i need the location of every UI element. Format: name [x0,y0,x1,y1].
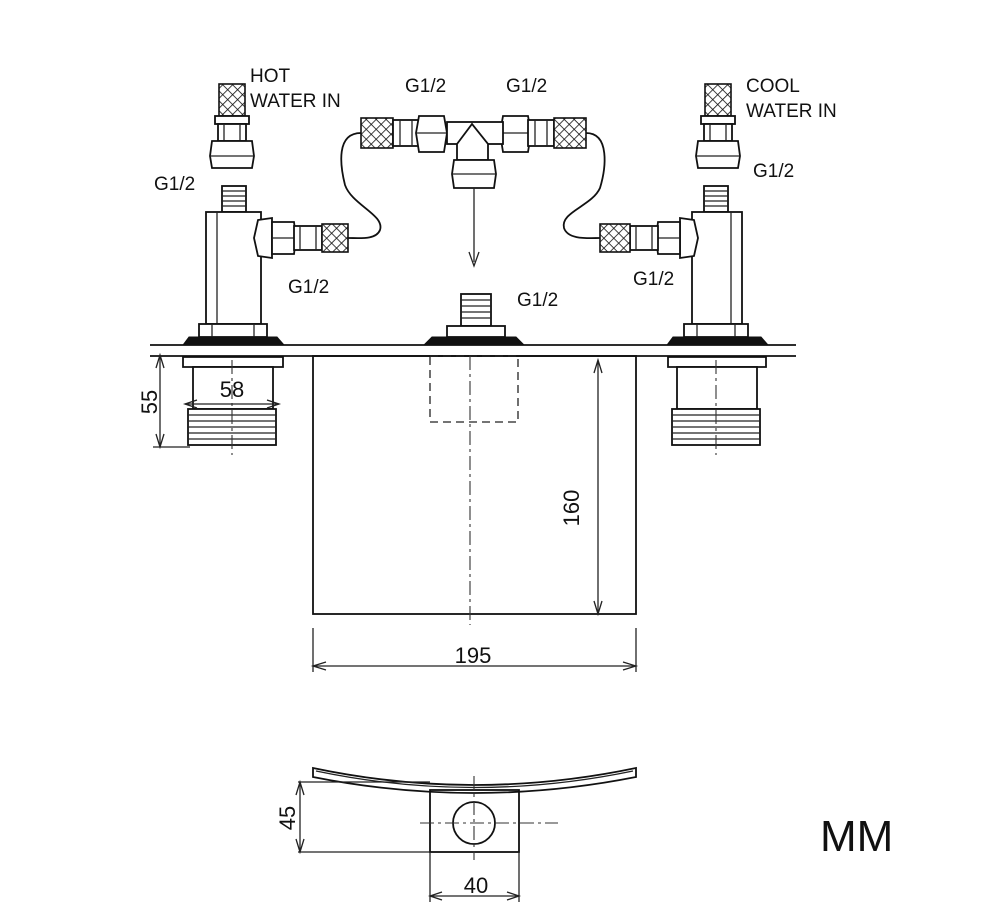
thread-label-right-side: G1/2 [633,269,674,290]
thread-label-center: G1/2 [517,290,558,311]
spout-plan [295,766,637,902]
right-valve [599,83,770,455]
dimension-spout-width: 195 [455,643,492,668]
cool-water-label-line2: WATER IN [746,101,837,122]
dimension-plan-depth: 45 [275,806,300,830]
unit-label: MM [820,812,893,861]
spout-front [310,293,639,672]
dimension-spout-height: 160 [559,490,584,527]
tee-connector [360,115,587,268]
dimension-handle-diameter: 58 [220,377,244,402]
cool-water-label-line1: COOL [746,76,800,97]
thread-label-left-side: G1/2 [288,277,329,298]
deck-line [150,344,796,357]
hoses [340,132,606,240]
left-valve [182,83,349,455]
handle-dimensions [153,352,282,450]
dimension-handle-height: 55 [137,390,162,414]
dimension-plan-base-width: 40 [464,873,488,898]
thread-label-right-supply: G1/2 [753,161,794,182]
hot-water-label-line1: HOT [250,66,291,87]
thread-label-tee-left: G1/2 [405,76,446,97]
thread-label-left-supply: G1/2 [154,174,195,195]
thread-label-tee-right: G1/2 [506,76,547,97]
hot-water-label-line2: WATER IN [250,91,341,112]
